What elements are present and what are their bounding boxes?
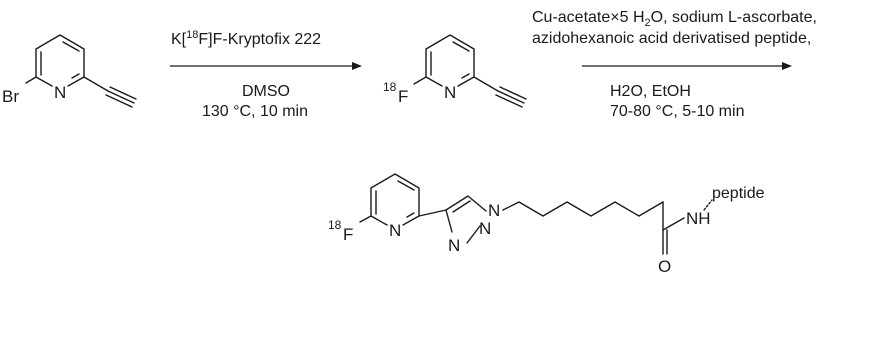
- intermediate-fluoro-ethynylpyridine: 18 F N: [383, 34, 527, 108]
- fluorine-atom: F: [398, 87, 408, 106]
- triazole-nitrogen-1: N: [488, 201, 500, 220]
- pyridine-nitrogen-atom: N: [54, 83, 66, 102]
- triazole-nitrogen-3: N: [448, 236, 460, 255]
- step2-solvent-label: H2O, EtOH: [610, 83, 691, 100]
- carbonyl-oxygen-atom: O: [658, 257, 671, 276]
- step2-reagent-line2: azidohexanoic acid derivatised peptide,: [532, 30, 811, 47]
- peptide-label: peptide: [712, 185, 765, 202]
- fluorine-isotope-label: 18: [383, 80, 397, 94]
- step2-conditions-label: 70-80 °C, 5-10 min: [610, 103, 744, 120]
- triazole-nitrogen-2: N: [479, 219, 491, 238]
- step1-solvent-label: DMSO: [242, 83, 290, 100]
- pyridine-nitrogen-atom: N: [444, 83, 456, 102]
- reaction-arrow-step2: Cu-acetate×5 H2O, sodium L-ascorbate, az…: [532, 9, 817, 120]
- starting-material-bromo-ethynylpyridine: Br N: [2, 34, 137, 108]
- product-triazole-peptide-conjugate: 18 F N N N N NH O peptide: [328, 173, 765, 276]
- amide-nh-label: NH: [686, 209, 711, 228]
- pyridine-nitrogen-atom: N: [389, 221, 401, 240]
- step2-reagent-line1: Cu-acetate×5 H2O, sodium L-ascorbate,: [532, 9, 817, 29]
- fluorine-atom: F: [343, 225, 353, 244]
- step1-reagent-label: K[18F]F-Kryptofix 222: [171, 29, 321, 48]
- fluorine-isotope-label: 18: [328, 218, 342, 232]
- reaction-arrow-step1: K[18F]F-Kryptofix 222 DMSO 130 °C, 10 mi…: [170, 29, 362, 120]
- bromine-atom: Br: [2, 87, 19, 106]
- step1-conditions-label: 130 °C, 10 min: [202, 103, 308, 120]
